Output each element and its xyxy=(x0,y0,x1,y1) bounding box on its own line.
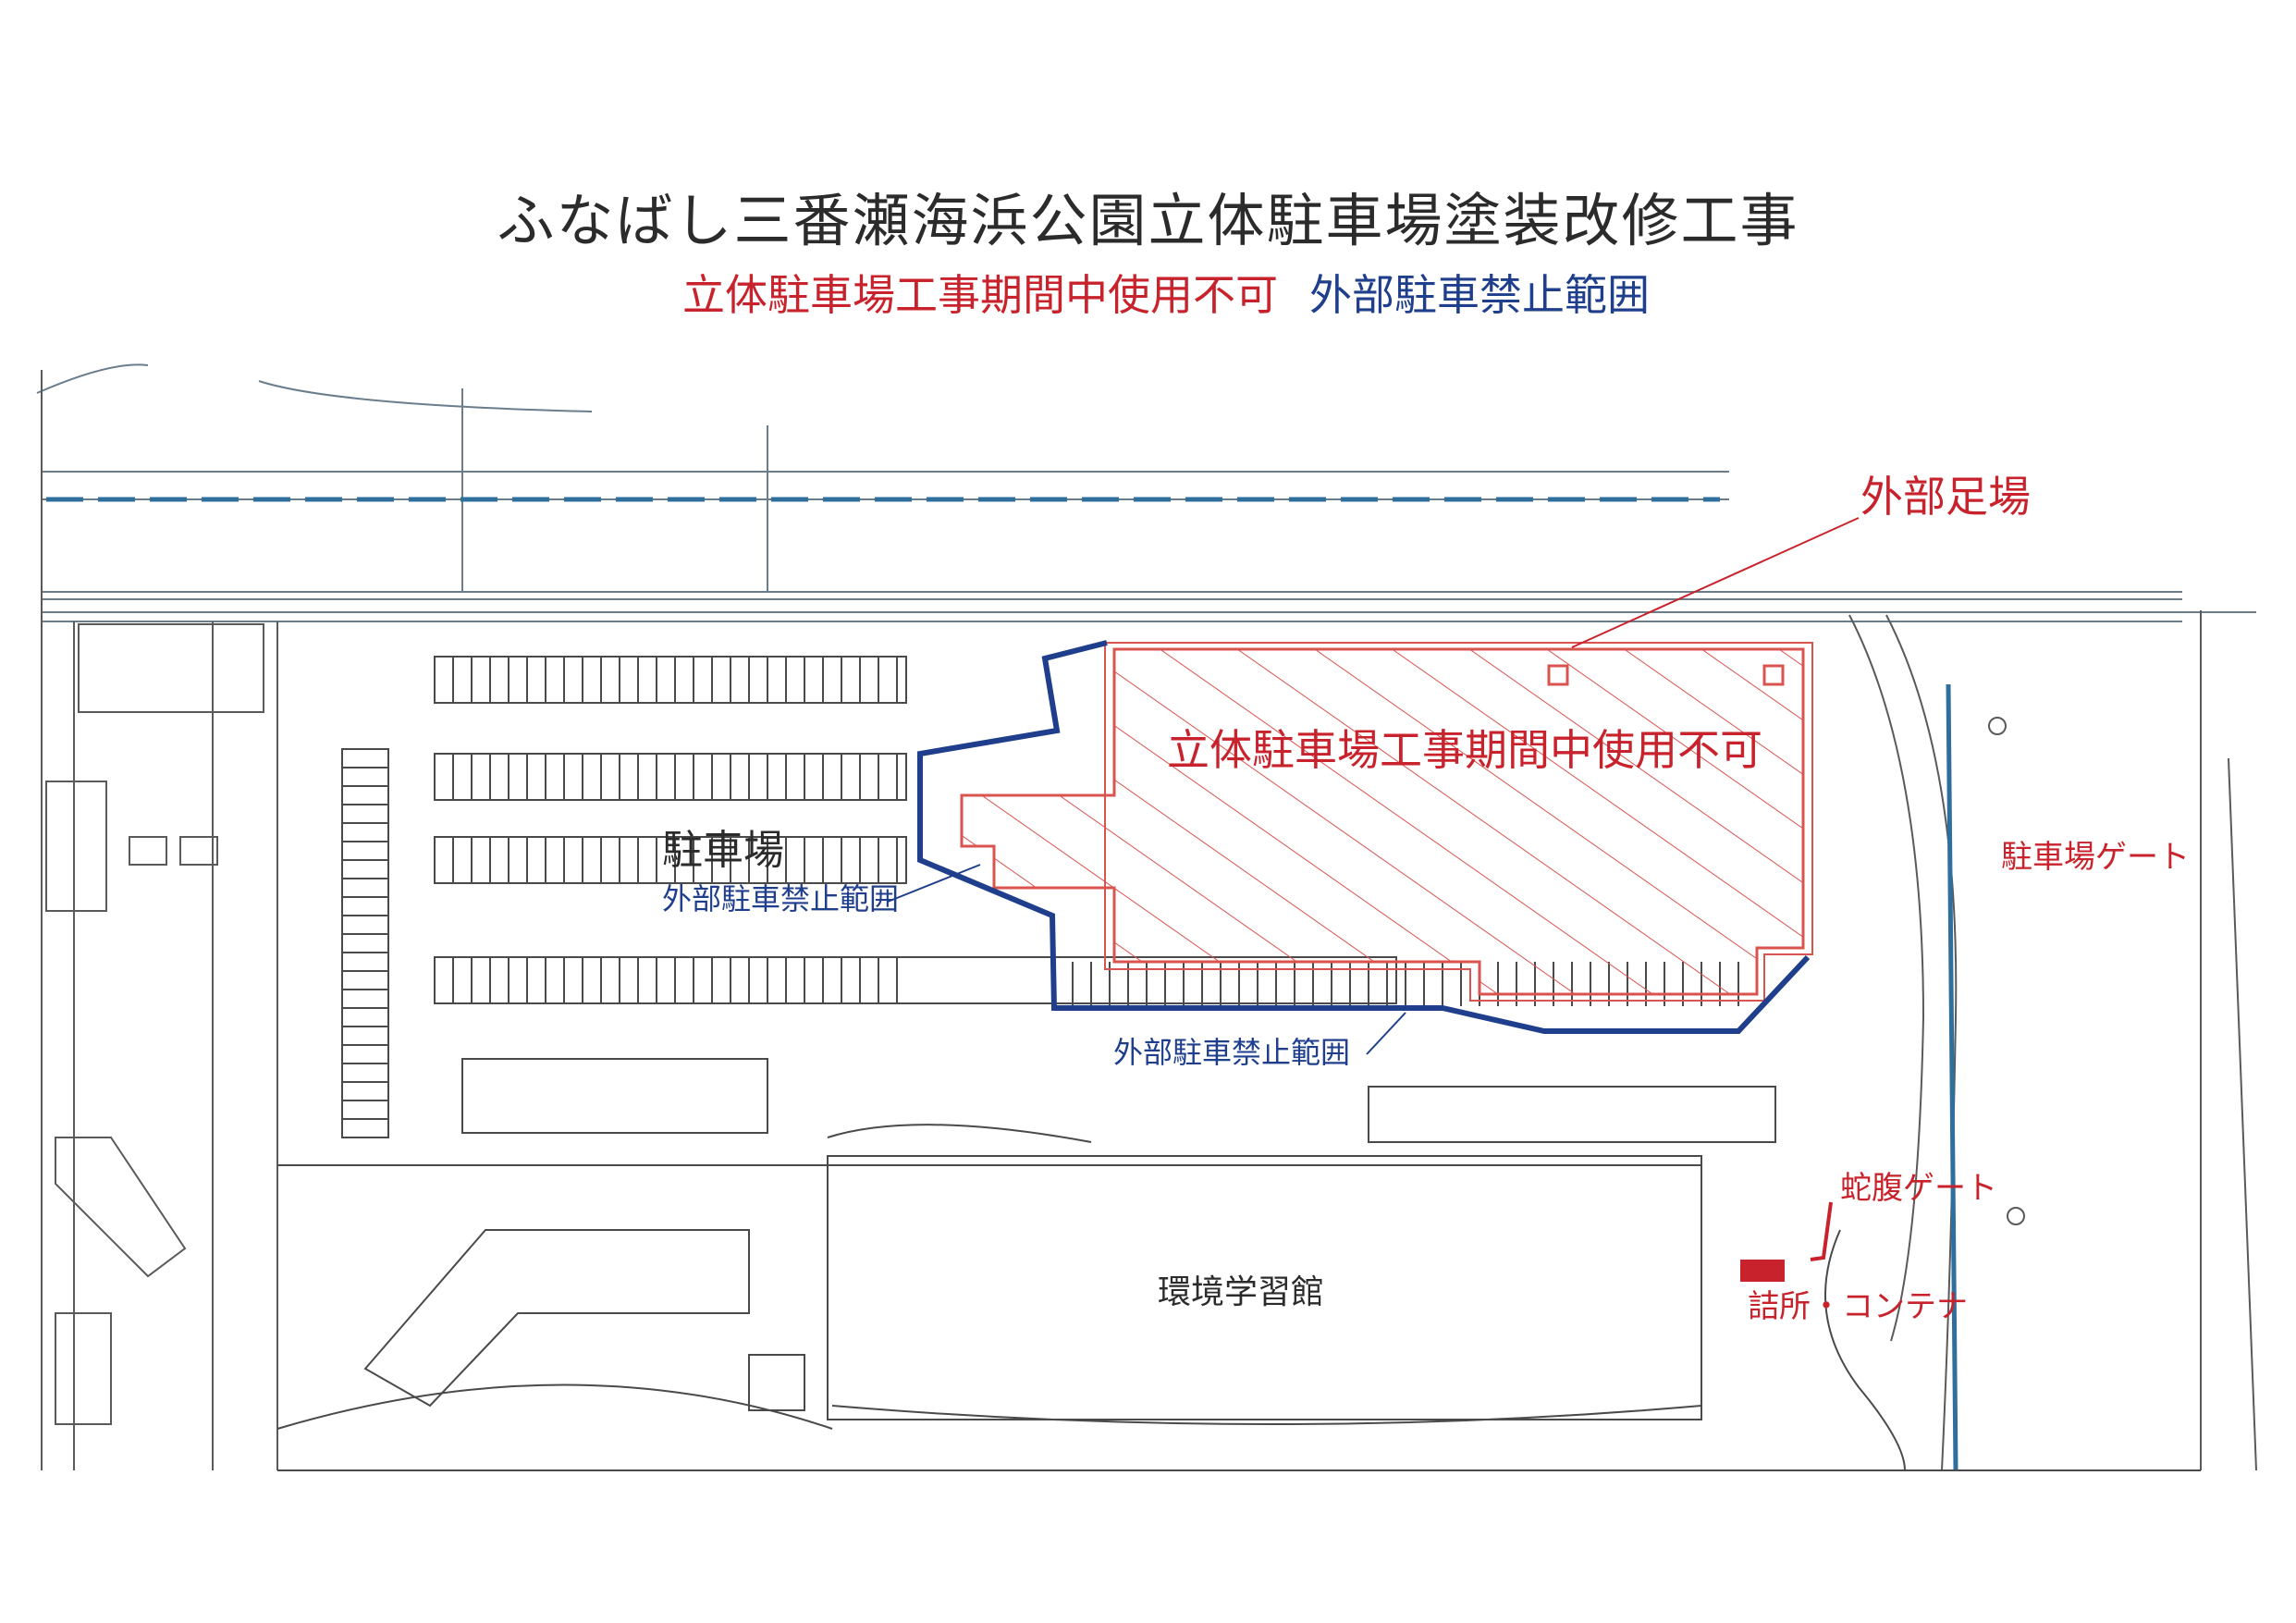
legend-unusable: 立体駐車場工事期間中使用不可 xyxy=(682,270,1278,320)
label-jabara-gate: 蛇腹ゲート xyxy=(1840,1170,1997,1207)
hall-area xyxy=(276,1124,2201,1471)
label-no-parking-2: 外部駐車禁止範囲 xyxy=(1113,1035,1351,1070)
road-right xyxy=(1848,610,2257,1471)
label-structure-unusable: 立体駐車場工事期間中使用不可 xyxy=(1167,725,1762,775)
leader-lines xyxy=(887,864,1406,1055)
no-parking-boundary xyxy=(917,640,1811,1034)
scaffold-leader xyxy=(1571,517,1860,648)
parking-structure xyxy=(960,642,1813,1002)
booth-container-marker xyxy=(1740,1260,1785,1282)
page-title: ふなばし三番瀬海浜公園立体駐車場塗装改修工事 xyxy=(497,187,1799,254)
label-parking: 駐車場 xyxy=(662,827,784,874)
left-structures xyxy=(41,370,278,1470)
gate-line xyxy=(1946,683,1958,1471)
label-no-parking-1: 外部駐車禁止範囲 xyxy=(662,881,900,916)
label-environment-hall: 環境学習館 xyxy=(1158,1273,1325,1311)
label-parking-gate: 駐車場ゲート xyxy=(2001,839,2190,876)
label-booth-container: 詰所・コンテナ xyxy=(1748,1288,1968,1325)
label-scaffold: 外部足場 xyxy=(1860,472,2031,522)
parking-stalls xyxy=(341,656,1776,1143)
legend-no-parking: 外部駐車禁止範囲 xyxy=(1309,270,1650,320)
jabara-gate-line xyxy=(1810,1201,1833,1261)
